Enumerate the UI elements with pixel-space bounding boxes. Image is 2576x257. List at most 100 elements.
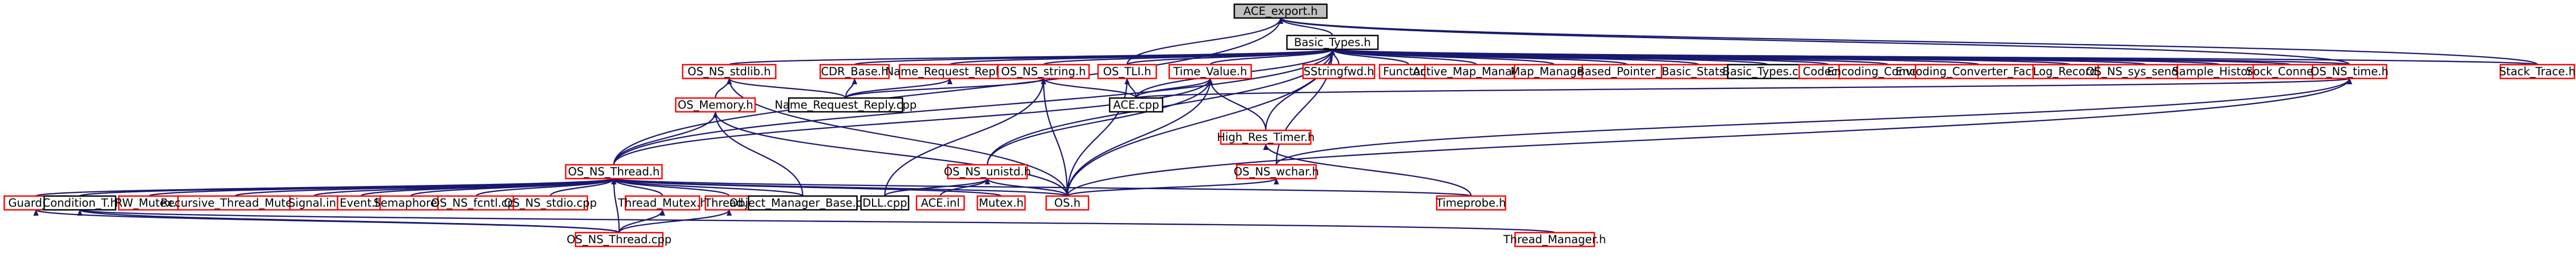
node-sample_history[interactable]: Sample_History.h (2172, 64, 2268, 79)
node-box (2499, 64, 2575, 79)
node-log_record[interactable]: Log_Record.h (2032, 64, 2108, 79)
node-box (575, 232, 664, 247)
edge-os_ns_time-to-ace_export (1278, 17, 2351, 66)
node-box (1514, 232, 1595, 247)
node-label: CDR_Base.h (821, 65, 888, 78)
edge-high_res_timer-to-basic_types (1265, 49, 1335, 131)
node-event_h[interactable]: Event.h (337, 195, 385, 211)
edge-os_ns_thread_h-to-os_memory (613, 111, 718, 165)
edge-ace_cpp-to-os_ns_time (1135, 77, 2352, 99)
node-label: Mutex.h (979, 197, 1024, 209)
node-box (704, 195, 754, 211)
node-dll_cpp[interactable]: DLL.cpp (860, 195, 910, 211)
node-time_value[interactable]: Time_Value.h (1168, 64, 1252, 79)
node-label: Object_Manager_Base.cpp (729, 197, 876, 210)
node-stack_trace[interactable]: Stack_Trace.h (2499, 64, 2575, 79)
edge-os_h-to-os_ns_thread_h (611, 178, 1068, 197)
node-os_memory[interactable]: OS_Memory.h (675, 97, 756, 113)
node-box (2311, 64, 2388, 79)
node-box (118, 195, 180, 211)
node-box (682, 64, 777, 79)
node-label: SStringfwd.h (1303, 65, 1374, 78)
node-semaphore[interactable]: Semaphore.h (374, 195, 448, 211)
edge-os_ns_thread_cpp-to-condition_t (77, 209, 620, 234)
node-label: Basic_Types.cpp (1722, 65, 1812, 78)
node-ace_cpp[interactable]: ACE.cpp (1109, 97, 1164, 113)
edge-name_request_reply_cpp-to-os_ns_stdlib (727, 78, 847, 99)
node-box (899, 64, 1001, 79)
node-label: OS_NS_unistd.h (944, 165, 1031, 179)
edge-time_value-to-basic_types (1209, 48, 1335, 66)
edge-os_h-to-os_ns_wchar (1066, 178, 1279, 197)
edge-os_ns_thread_h-to-ace_export (613, 17, 1283, 165)
node-os_ns_thread_h[interactable]: OS_NS_Thread.h (565, 164, 663, 180)
node-name_request_reply_cpp[interactable]: Name_Request_Reply.cpp (775, 97, 917, 113)
node-label: Timeprobe.h (1436, 197, 1506, 209)
node-box (997, 64, 1090, 79)
node-high_res_timer[interactable]: High_Res_Timer.h (1217, 129, 1315, 145)
node-box (437, 195, 515, 211)
node-label: Thread_Mutex.h (618, 197, 708, 210)
node-mutex_h[interactable]: Mutex.h (976, 195, 1026, 211)
node-os_ns_fcntl_cpp[interactable]: OS_NS_fcntl.cpp (431, 195, 522, 211)
node-label: Based_Pointer_T.h (1577, 65, 1677, 78)
node-os_ns_unistd[interactable]: OS_NS_unistd.h (944, 164, 1031, 180)
node-cdr_base[interactable]: CDR_Base.h (819, 64, 890, 79)
node-ace_export: ACE_export.h (1233, 3, 1328, 19)
node-rw_mutex[interactable]: RW_Mutex.h (115, 195, 184, 211)
node-recursive_thread_mutex[interactable]: Recursive_Thread_Mutex.h (160, 195, 310, 211)
node-label: Event.h (340, 197, 382, 209)
node-box (379, 195, 442, 211)
edge-os_ns_thread_h-to-time_value (613, 78, 1213, 165)
edge-os_ns_unistd-to-time_value (986, 78, 1213, 165)
node-signal_h[interactable]: Signal.inl (288, 195, 339, 211)
node-label: Recursive_Thread_Mutex.h (160, 197, 309, 210)
node-thread_mutex[interactable]: Thread_Mutex.h (618, 195, 708, 211)
node-label: ACE.inl (921, 197, 960, 209)
node-basic_stats[interactable]: Basic_Stats.h (1661, 64, 1737, 79)
node-label: OS_Memory.h (678, 99, 754, 112)
edge-high_res_timer-to-time_value (1208, 78, 1267, 131)
node-os_ns_wchar[interactable]: OS_NS_wchar.h (1233, 164, 1319, 180)
edge-name_request_reply_cpp-to-cdr_base (845, 78, 857, 99)
edge-os_memory-to-os_ns_stdlib (714, 78, 732, 99)
node-os_ns_time[interactable]: OS_NS_time.h (2310, 64, 2389, 79)
edge-timeprobe-to-os_ns_thread_h (612, 178, 1472, 197)
node-os_h[interactable]: OS.h (1045, 195, 1090, 211)
edge-semaphore-to-os_ns_thread_h (410, 178, 616, 197)
node-based_pointer[interactable]: Based_Pointer_T.h (1577, 64, 1677, 79)
node-thread_manager[interactable]: Thread_Manager.h (1503, 232, 1606, 247)
node-object_manager_base_cpp[interactable]: Object_Manager_Base.cpp (729, 195, 876, 211)
node-os_ns_thread_cpp[interactable]: OS_NS_Thread.cpp (567, 232, 672, 247)
edge-name_request_reply_cpp-to-os_ns_string (845, 77, 1046, 99)
node-label: OS_NS_Thread.cpp (567, 233, 672, 246)
node-box (2032, 64, 2108, 79)
node-ace_inl[interactable]: ACE.inl (915, 195, 965, 211)
node-label: OS_TLI.h (1103, 65, 1151, 78)
node-os_ns_string[interactable]: OS_NS_string.h (997, 64, 1090, 79)
node-label: Time_Value.h (1173, 65, 1247, 78)
node-thread_h[interactable]: Thread.h (704, 195, 754, 211)
node-os_ns_stdio_cpp[interactable]: OS_NS_stdio.cpp (504, 195, 597, 211)
node-label: Thread.h (704, 197, 754, 209)
node-basic_types_cpp[interactable]: Basic_Types.cpp (1722, 64, 1812, 79)
node-os_ns_stdlib[interactable]: OS_NS_stdlib.h (682, 64, 777, 79)
node-box (1233, 3, 1328, 19)
edge-os_ns_thread_h-to-basic_types (613, 49, 1335, 165)
node-condition_t[interactable]: Condition_T.h (42, 195, 117, 211)
node-box (1045, 195, 1090, 211)
node-box (1286, 34, 1379, 50)
node-os_tli[interactable]: OS_TLI.h (1097, 64, 1157, 79)
node-box (624, 195, 701, 211)
node-name_request_reply_h[interactable]: Name_Request_Reply.h (885, 64, 1014, 79)
node-label: OS_NS_time.h (2310, 65, 2388, 78)
node-box (1581, 64, 1673, 79)
node-basic_types[interactable]: Basic_Types.h (1286, 34, 1379, 50)
edge-os_tli-to-basic_types (1126, 48, 1335, 66)
edge-os_ns_thread_cpp-to-os_ns_thread_h (611, 178, 620, 233)
node-box (1436, 195, 1507, 211)
edge-stack_trace-to-basic_types (1330, 48, 2538, 66)
node-timeprobe[interactable]: Timeprobe.h (1436, 195, 1507, 211)
node-sstring[interactable]: SStringfwd.h (1302, 64, 1375, 79)
